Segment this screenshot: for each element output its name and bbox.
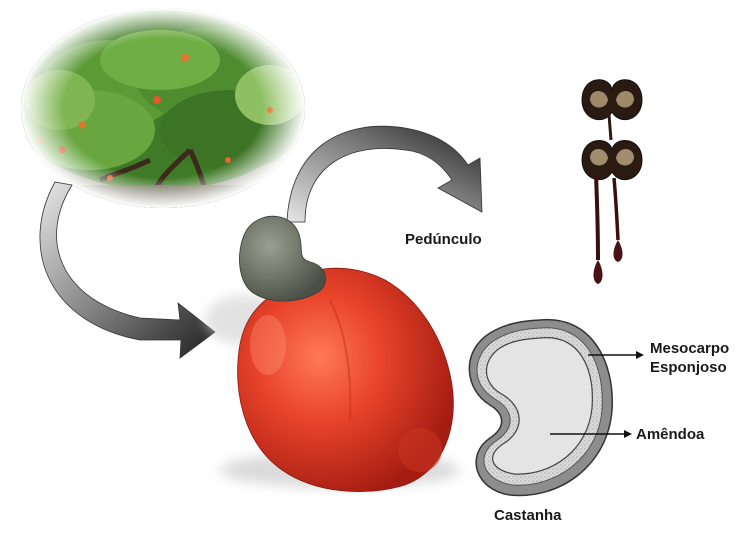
label-mesocarpo: Mesocarpo: [650, 339, 729, 358]
cashew-apple-image: [205, 268, 460, 491]
curved-arrow-icon: [287, 126, 482, 222]
curved-arrow-icon: [40, 182, 215, 358]
label-amendoa: Amêndoa: [636, 425, 704, 444]
cashew-nut-image: [239, 216, 325, 301]
cnsl-drip-image: [582, 80, 642, 284]
label-castanha: Castanha: [494, 506, 562, 525]
nut-cross-section-image: [469, 320, 612, 496]
label-pedunculo: Pedúnculo: [405, 230, 482, 249]
label-esponjoso: Esponjoso: [650, 358, 727, 377]
